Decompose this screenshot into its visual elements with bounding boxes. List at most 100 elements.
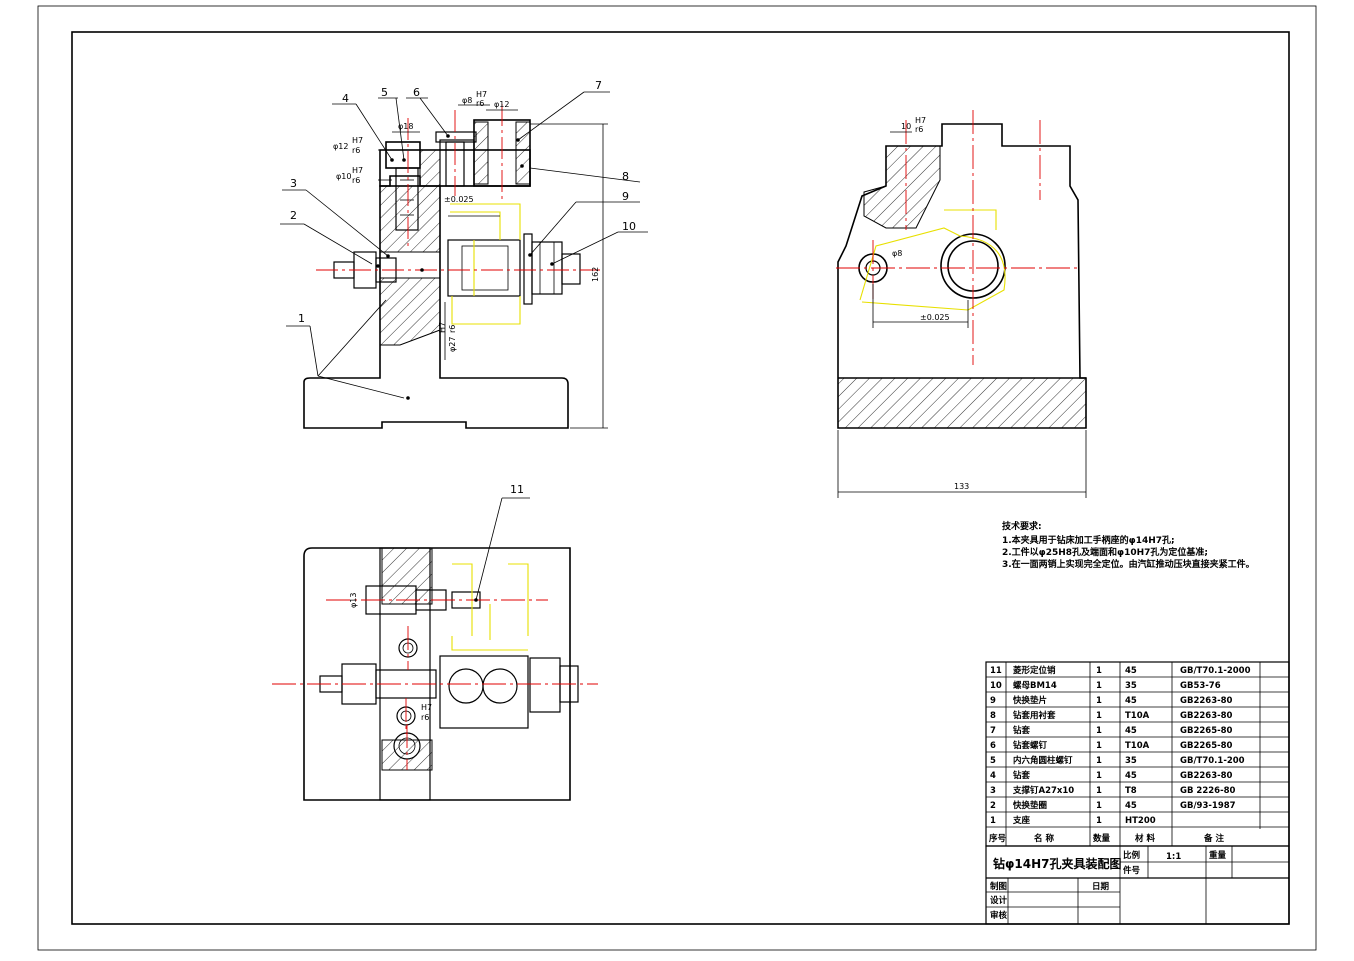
dim-162: 162: [591, 267, 600, 282]
bom-cell-no: 2: [990, 801, 996, 811]
bom-cell-name: 快换垫圈: [1013, 800, 1047, 811]
bom-cell-material: 35: [1125, 681, 1137, 691]
bom-cell-material: HT200: [1125, 816, 1156, 826]
bom-cell-no: 4: [990, 771, 996, 781]
balloon-11: 11: [510, 483, 524, 496]
balloon-5: 5: [381, 86, 388, 99]
tech-req-item-3: 3.在一面两销上实现完全定位。由汽缸推动压块直接夹紧工件。: [1002, 558, 1255, 570]
bom-cell-qty: 1: [1096, 786, 1102, 796]
bom-cell-qty: 1: [1096, 741, 1102, 751]
scale-value: 1:1: [1166, 852, 1181, 862]
bom-cell-material: 45: [1125, 801, 1137, 811]
bom-table: [985, 661, 1290, 847]
balloon-4: 4: [342, 92, 349, 105]
bom-cell-qty: 1: [1096, 771, 1102, 781]
bom-cell-remark: GB/T70.1-200: [1180, 756, 1245, 766]
bom-cell-no: 10: [990, 681, 1002, 691]
balloon-7: 7: [595, 79, 602, 92]
sign-row-design: 设计: [990, 895, 1008, 906]
dim-h7-d: H7: [438, 322, 447, 333]
bom-cell-remark: GB2263-80: [1180, 771, 1233, 781]
dim-h7-f: H7: [421, 703, 432, 712]
bom-cell-remark: GB2263-80: [1180, 696, 1233, 706]
bom-cell-qty: 1: [1096, 666, 1102, 676]
bom-header-remark: 备 注: [1203, 833, 1224, 844]
bom-cell-qty: 1: [1096, 696, 1102, 706]
sign-row-draw: 制图: [990, 881, 1007, 892]
dim-d8a: φ8: [462, 96, 472, 105]
bom-cell-qty: 1: [1096, 756, 1102, 766]
tech-req-item-2: 2.工件以φ25H8孔及端面和φ10H7孔为定位基准;: [1002, 546, 1208, 558]
bom-cell-remark: GB/T70.1-2000: [1180, 666, 1251, 676]
bom-cell-material: 45: [1125, 666, 1137, 676]
bom-cell-remark: GB2265-80: [1180, 726, 1233, 736]
bom-cell-qty: 1: [1096, 726, 1102, 736]
balloon-9: 9: [622, 190, 629, 203]
sheet-label: 件号: [1123, 865, 1141, 876]
bom-cell-name: 支座: [1012, 815, 1031, 826]
balloon-1: 1: [298, 312, 305, 325]
bom-cell-name: 快换垫片: [1013, 695, 1047, 706]
dim-h7-a: H7: [352, 136, 363, 145]
bom-cell-no: 3: [990, 786, 996, 796]
balloon-3: 3: [290, 177, 297, 190]
bom-row: 3 支撑钉A27x10 1 T8 GB 2226-80: [990, 785, 1236, 796]
bom-cell-name: 螺母BM14: [1013, 680, 1057, 691]
dim-d18: φ18: [398, 122, 413, 131]
bom-cell-name: 钻套: [1013, 770, 1031, 781]
dim-d12b: φ12: [494, 100, 509, 109]
dim-d12a: φ12: [333, 142, 348, 151]
bom-cell-remark: GB2263-80: [1180, 711, 1233, 721]
dim-133: 133: [954, 482, 969, 491]
balloon-10: 10: [622, 220, 636, 233]
balloon-2: 2: [290, 209, 297, 222]
bom-cell-no: 1: [990, 816, 996, 826]
dim-10: 10: [901, 122, 911, 131]
bom-row: 4 钻套 1 45 GB2263-80: [990, 770, 1233, 781]
bom-cell-name: 支撑钉A27x10: [1012, 785, 1074, 796]
bom-cell-material: T8: [1125, 786, 1137, 796]
dim-r6-f: r6: [421, 713, 429, 722]
bom-cell-material: T10A: [1125, 741, 1150, 751]
dim-h7-e: H7: [915, 116, 926, 125]
front-view: [280, 91, 648, 429]
bom-cell-material: 45: [1125, 696, 1137, 706]
bom-cell-material: 45: [1125, 771, 1137, 781]
tech-req-item-1: 1.本夹具用于钻床加工手柄座的φ14H7孔;: [1002, 534, 1175, 546]
bom-cell-remark: GB 2226-80: [1180, 786, 1236, 796]
top-view: [272, 497, 598, 801]
dim-r6-b: r6: [352, 176, 360, 185]
dim-r6-c: r6: [476, 99, 484, 108]
title-block: [985, 845, 1290, 925]
bom-cell-no: 8: [990, 711, 996, 721]
bom-header-qty: 数量: [1093, 833, 1111, 844]
bom-header-no: 序号: [988, 833, 1007, 844]
bom-cell-name: 钻套螺钉: [1013, 740, 1048, 751]
dim-tol-b: ±0.025: [920, 313, 950, 322]
dim-h7-c: H7: [476, 90, 487, 99]
bom-cell-name: 钻套: [1013, 725, 1031, 736]
bom-cell-qty: 1: [1096, 711, 1102, 721]
dim-r6-a: r6: [352, 146, 360, 155]
bom-cell-no: 5: [990, 756, 996, 766]
bom-header-material: 材 料: [1134, 833, 1155, 844]
dim-h7-b: H7: [352, 166, 363, 175]
outer-border: [37, 5, 1317, 951]
dim-d10: φ10: [336, 172, 351, 181]
tech-req-heading: 技术要求:: [1002, 520, 1042, 532]
bom-cell-remark: GB/93-1987: [1180, 801, 1236, 811]
dim-tol-a: ±0.025: [444, 195, 474, 204]
bom-cell-remark: GB53-76: [1180, 681, 1221, 691]
bom-cell-material: 35: [1125, 756, 1137, 766]
bom-cell-material: T10A: [1125, 711, 1150, 721]
balloon-6: 6: [413, 86, 420, 99]
